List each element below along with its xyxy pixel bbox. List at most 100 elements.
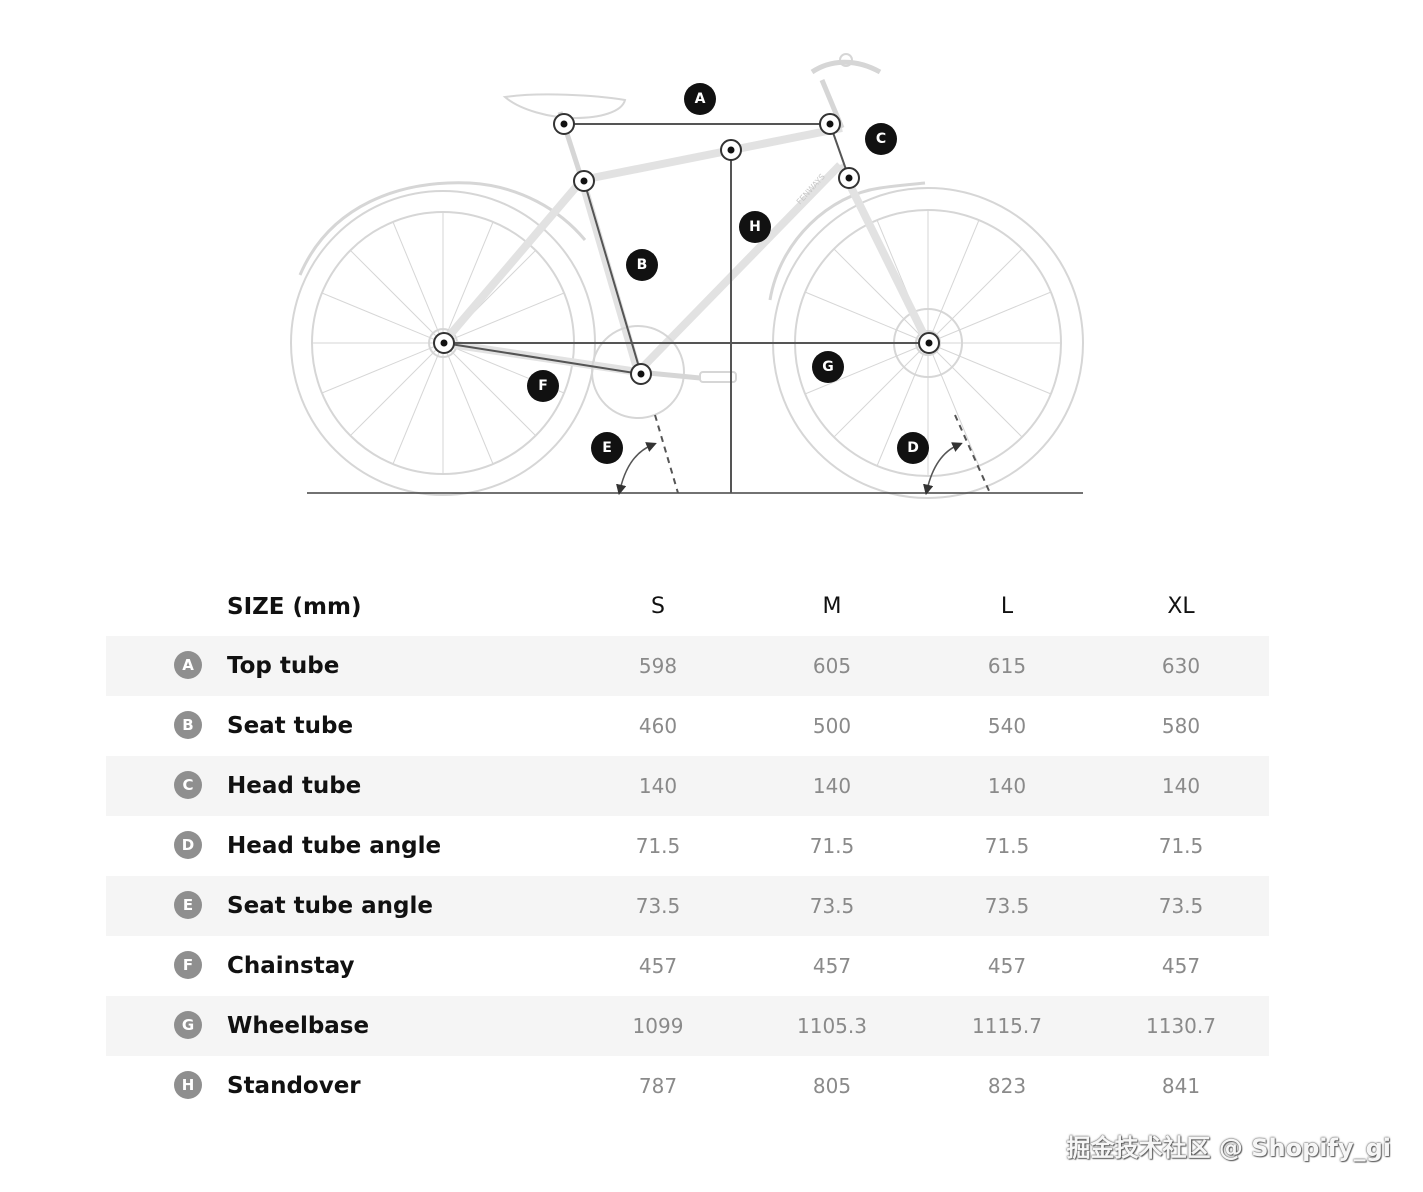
measurement-lines xyxy=(443,123,991,496)
value-m: 73.5 xyxy=(809,894,855,918)
svg-text:D: D xyxy=(907,440,919,456)
value-s: 460 xyxy=(638,714,678,738)
seat-tube-measure xyxy=(583,180,642,375)
value-xl: 841 xyxy=(1161,1074,1201,1098)
value-m: 457 xyxy=(812,954,852,978)
value-m: 71.5 xyxy=(809,834,855,858)
point-rear-axle xyxy=(433,332,455,354)
value-l: 457 xyxy=(987,954,1027,978)
size-header-s: S xyxy=(651,594,665,619)
point-top-tube xyxy=(720,139,742,161)
value-m: 805 xyxy=(812,1074,852,1098)
callout-h: H xyxy=(739,211,771,243)
callout-d: D xyxy=(897,432,929,464)
point-stem xyxy=(819,113,841,135)
svg-text:G: G xyxy=(822,359,834,375)
letter-badge: E xyxy=(174,891,202,919)
table-row-standover: H Standover 787 805 823 841 xyxy=(106,1056,1269,1116)
value-s: 140 xyxy=(638,774,678,798)
size-header-m: M xyxy=(822,594,842,619)
value-s: 598 xyxy=(638,654,678,678)
row-label: Seat tube xyxy=(227,713,354,739)
callout-b: B xyxy=(626,249,658,281)
value-l: 540 xyxy=(987,714,1027,738)
measurement-points xyxy=(433,113,940,385)
value-xl: 1130.7 xyxy=(1146,1014,1216,1038)
point-seat-cluster xyxy=(573,170,595,192)
bike-frame xyxy=(439,124,932,376)
size-header-xl: XL xyxy=(1167,594,1195,619)
table-row-head-tube: C Head tube 140 140 140 140 xyxy=(106,756,1269,816)
letter-badge: G xyxy=(174,1011,202,1039)
chainring xyxy=(591,325,685,419)
bike-geometry-diagram: FENWAYS A B C D E F G H xyxy=(290,53,1084,499)
row-label: Head tube xyxy=(227,773,362,799)
value-s: 71.5 xyxy=(635,834,681,858)
value-l: 140 xyxy=(987,774,1027,798)
table-row-seat-tube: B Seat tube 460 500 540 580 xyxy=(106,696,1269,756)
callout-c: C xyxy=(865,123,897,155)
letter-badge: A xyxy=(174,651,202,679)
svg-text:F: F xyxy=(538,378,548,394)
letter-badge: H xyxy=(174,1071,202,1099)
value-l: 73.5 xyxy=(984,894,1030,918)
value-xl: 580 xyxy=(1161,714,1201,738)
head-angle-dashed-line xyxy=(954,414,991,494)
value-xl: 630 xyxy=(1161,654,1201,678)
value-s: 73.5 xyxy=(635,894,681,918)
point-head-tube-bottom xyxy=(838,167,860,189)
callout-f: F xyxy=(527,370,559,402)
watermark-text: 掘金技术社区 @ Shopify_gi xyxy=(1066,1134,1391,1162)
size-header-l: L xyxy=(1000,594,1014,619)
letter-badge: C xyxy=(174,771,202,799)
value-l: 615 xyxy=(987,654,1027,678)
row-label: Top tube xyxy=(227,653,340,679)
saddle xyxy=(502,93,627,120)
table-row-chainstay: F Chainstay 457 457 457 457 xyxy=(106,936,1269,996)
handlebar xyxy=(810,59,882,75)
value-xl: 457 xyxy=(1161,954,1201,978)
table-row-wheelbase: G Wheelbase 1099 1105.3 1115.7 1130.7 xyxy=(106,996,1269,1056)
row-label: Standover xyxy=(227,1073,361,1099)
svg-text:E: E xyxy=(602,440,612,456)
value-m: 140 xyxy=(812,774,852,798)
value-m: 500 xyxy=(812,714,852,738)
value-s: 787 xyxy=(638,1074,678,1098)
value-l: 1115.7 xyxy=(972,1014,1042,1038)
size-column-header: SIZE (mm) xyxy=(227,594,362,620)
row-label: Chainstay xyxy=(227,953,355,979)
value-m: 605 xyxy=(812,654,852,678)
svg-text:H: H xyxy=(749,219,761,235)
chainstay-measure xyxy=(443,342,642,375)
point-saddle xyxy=(553,113,575,135)
head-angle-arc xyxy=(923,442,963,496)
row-label: Wheelbase xyxy=(227,1013,370,1039)
row-label: Seat tube angle xyxy=(227,893,433,919)
frame-brand-text: FENWAYS xyxy=(795,172,827,206)
value-l: 71.5 xyxy=(984,834,1030,858)
table-row-seat-tube-angle: E Seat tube angle 73.5 73.5 73.5 73.5 xyxy=(106,876,1269,936)
value-xl: 73.5 xyxy=(1158,894,1204,918)
geometry-table: SIZE (mm) S M L XL A Top tube 598 605 61… xyxy=(106,578,1269,1116)
point-front-axle xyxy=(918,332,940,354)
letter-badge: B xyxy=(174,711,202,739)
callout-e: E xyxy=(591,432,623,464)
seat-angle-dashed-line xyxy=(654,414,679,494)
seat-angle-arc xyxy=(616,442,657,496)
value-s: 1099 xyxy=(632,1014,684,1038)
svg-text:B: B xyxy=(637,257,648,273)
value-s: 457 xyxy=(638,954,678,978)
svg-text:A: A xyxy=(695,91,706,107)
point-bottom-bracket xyxy=(630,363,652,385)
value-m: 1105.3 xyxy=(797,1014,867,1038)
callout-a: A xyxy=(684,83,716,115)
bike-illustration: FENWAYS xyxy=(290,53,1084,499)
value-xl: 71.5 xyxy=(1158,834,1204,858)
letter-badge: D xyxy=(174,831,202,859)
callout-g: G xyxy=(812,351,844,383)
letter-badge: F xyxy=(174,951,202,979)
table-row-top-tube: A Top tube 598 605 615 630 xyxy=(106,636,1269,696)
value-l: 823 xyxy=(987,1074,1027,1098)
row-label: Head tube angle xyxy=(227,833,442,859)
svg-text:C: C xyxy=(876,131,886,147)
